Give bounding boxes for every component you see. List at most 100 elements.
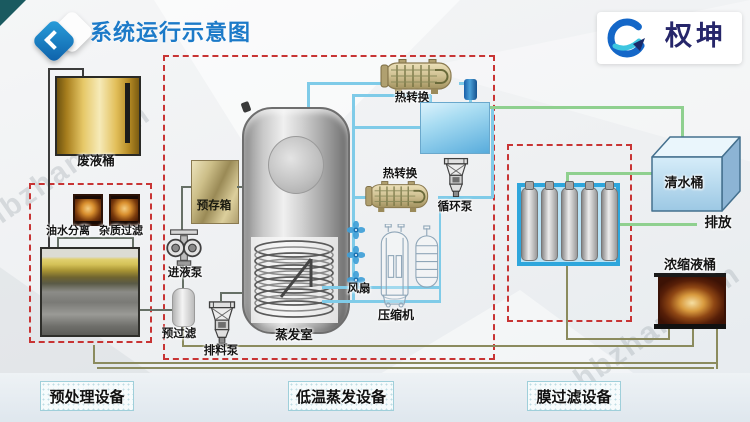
evaporation-section-text: 低温蒸发设备 <box>295 388 386 406</box>
heat-exchanger-mid-label: 热转换 <box>382 168 418 180</box>
pipe-clean-water <box>566 172 569 184</box>
page-title: 系统运行示意图 <box>90 20 252 45</box>
clean-water-tank <box>651 136 741 212</box>
membrane-cylinder <box>541 187 558 261</box>
evaporation-section-border <box>163 55 495 360</box>
membrane-cylinder <box>581 187 598 261</box>
pipe-vapor <box>307 82 382 85</box>
pipe-vapor <box>353 126 421 129</box>
fan-icon <box>347 221 365 239</box>
concentrate-barrel-rim <box>654 273 726 277</box>
barrel-dip-tube <box>125 83 130 143</box>
evaporation-section-label: 低温蒸发设备 <box>288 381 394 411</box>
pipe-vapor <box>438 212 441 302</box>
pipe-vapor <box>307 84 310 108</box>
pipe-vapor <box>352 94 431 97</box>
pipe-concentrate <box>716 328 718 369</box>
pipe-vapor <box>353 196 366 199</box>
pipe-membrane-drain <box>566 338 670 340</box>
pretreatment-section-label: 预处理设备 <box>40 381 134 411</box>
pipe-feed <box>181 186 191 188</box>
feed-pump-label: 进液泵 <box>167 267 203 279</box>
valve <box>464 79 477 100</box>
pre-storage-tank <box>191 160 239 224</box>
pipe-discharge <box>619 223 697 226</box>
pipe-tank-header <box>57 238 59 252</box>
discharge-pump-label: 排料泵 <box>203 345 239 357</box>
clean-water-tank-label: 清水桶 <box>664 175 704 190</box>
membrane-cap <box>585 181 594 190</box>
heating-coil <box>254 240 334 318</box>
brand-name: 权坤 <box>665 21 727 52</box>
pipe-feed <box>181 186 183 230</box>
pipe-concentrate <box>93 345 95 364</box>
circulation-pump <box>443 157 469 197</box>
pipe-vapor <box>322 300 441 303</box>
separation-tank <box>40 247 140 337</box>
compressor-label: 压缩机 <box>377 308 414 322</box>
pipe-vapor <box>491 108 494 198</box>
pipe-waste-feed <box>48 68 50 247</box>
pipe-feed <box>237 186 244 188</box>
membrane-section-text: 膜过滤设备 <box>536 388 612 406</box>
pipe-concentrate <box>97 367 714 369</box>
heat-exchanger-mid <box>365 181 429 213</box>
pipe-tank-to-prefilter <box>137 309 173 311</box>
pipe-concentrate <box>182 325 184 347</box>
pipe-tank-header <box>57 237 134 239</box>
pipe-concentrate <box>93 362 718 364</box>
pretreatment-section-text: 预处理设备 <box>49 388 125 406</box>
impurity-filter <box>109 194 140 226</box>
pretreatment-section-border <box>29 183 152 343</box>
heat-exchanger-top-label: 热转换 <box>394 92 430 104</box>
pipe-tank-header <box>132 238 134 252</box>
pipe-feed <box>182 264 184 288</box>
pre-filter-label: 预过滤 <box>161 328 197 340</box>
membrane-section-label: 膜过滤设备 <box>527 381 621 411</box>
pipe-membrane-drain <box>566 266 568 340</box>
oil-water-separation-label: 油水分离 <box>46 225 90 237</box>
corner-accent <box>0 0 26 26</box>
fan-label: 风扇 <box>347 283 371 295</box>
oil-water-separator <box>73 194 103 226</box>
condensate-tank <box>420 102 490 154</box>
heat-exchanger-top <box>380 59 452 94</box>
concentrate-barrel <box>658 277 726 325</box>
pipe-vapor <box>438 196 493 199</box>
waste-barrel-label: 废液桶 <box>77 154 115 168</box>
pipe-vapor <box>352 95 355 302</box>
membrane-cap <box>565 181 574 190</box>
pre-filter <box>172 288 195 327</box>
discharge-label: 排放 <box>704 215 732 230</box>
discharge-pump <box>208 301 236 346</box>
concentrate-barrel-label: 浓缩液桶 <box>663 257 716 272</box>
membrane-cap <box>605 181 614 190</box>
brand-logo-icon <box>607 18 647 58</box>
membrane-cylinder <box>601 187 618 261</box>
pipe-membrane-drain <box>668 328 670 340</box>
pipe-vapor <box>429 95 432 103</box>
compressor <box>380 224 439 308</box>
evaporator-porthole <box>268 136 324 194</box>
fan-icon <box>347 246 365 264</box>
pipe-concentrate <box>182 345 694 347</box>
pipe-evaporator-drain <box>220 292 254 294</box>
membrane-cap <box>545 181 554 190</box>
impurity-filtration-label: 杂质过滤 <box>99 225 143 237</box>
pipe-clean-water <box>487 106 684 109</box>
waste-barrel <box>55 76 141 156</box>
membrane-cylinder <box>521 187 538 261</box>
evaporation-chamber-label: 蒸发室 <box>275 328 313 342</box>
concentrate-barrel-base <box>654 324 726 329</box>
pipe-concentrate <box>692 328 694 347</box>
pipe-clean-water <box>566 172 653 175</box>
pre-storage-tank-label: 预存箱 <box>196 200 232 212</box>
membrane-section-border <box>507 144 632 322</box>
circulation-pump-label: 循环泵 <box>437 201 473 213</box>
pipe-clean-water <box>681 107 684 151</box>
membrane-cylinder <box>561 187 578 261</box>
pipe-waste-feed <box>48 68 84 70</box>
feed-pump <box>166 229 202 266</box>
fan-icon <box>347 271 365 289</box>
